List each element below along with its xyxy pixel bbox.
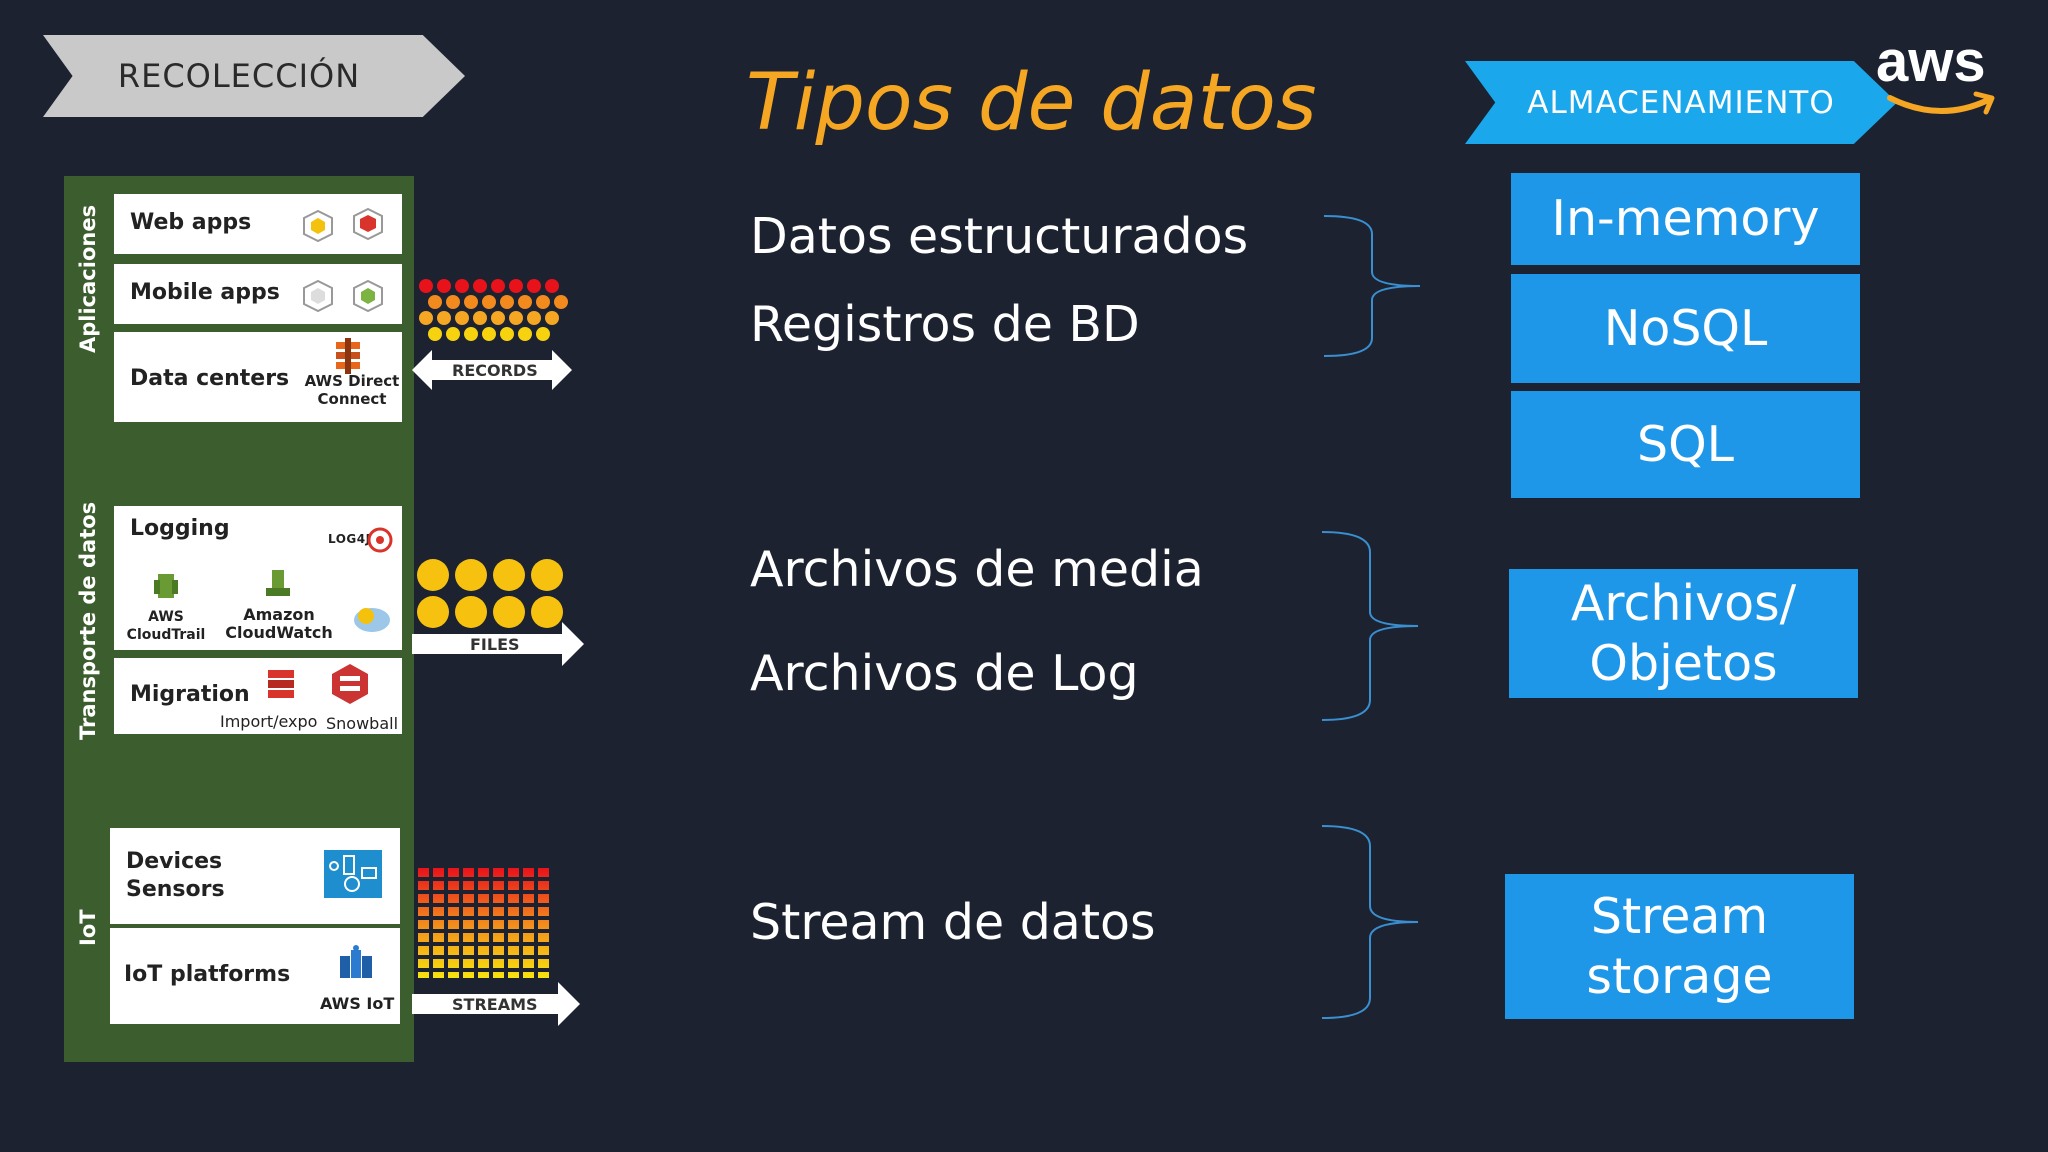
storage-stream-storage-line1: Stream	[1590, 887, 1769, 945]
card-devices-sensors: Devices Sensors	[110, 828, 400, 924]
aws-logo-text: aws	[1876, 29, 1986, 94]
records-arrow	[412, 350, 572, 390]
log4j-icon	[367, 527, 393, 553]
type-log-files: Archivos de Log	[750, 645, 1139, 702]
import-export-icon	[268, 670, 294, 698]
collection-label: RECOLECCIÓN	[117, 57, 361, 95]
snowball-icon	[332, 664, 368, 704]
devices-icon	[324, 850, 382, 898]
migration-label: Migration	[130, 682, 250, 707]
storage-files-objects: Archivos/ Objetos	[1509, 569, 1858, 698]
aws-iot-icon	[340, 945, 372, 978]
iot-platforms-label: IoT platforms	[124, 962, 291, 987]
streams-arrow	[412, 982, 580, 1026]
aws-iot-label: AWS IoT	[320, 994, 395, 1013]
logging-label: Logging	[130, 516, 230, 541]
files-label: FILES	[470, 635, 520, 654]
direct-connect-label: AWS Direct Connect	[304, 372, 400, 408]
card-web-apps: Web apps	[114, 194, 402, 254]
aws-smile-icon	[1887, 91, 1995, 115]
devices-sensors-label: Devices Sensors	[126, 849, 225, 902]
brace-files	[1321, 531, 1419, 721]
type-structured-data: Datos estructurados	[750, 208, 1249, 265]
storage-stream-storage-line2: storage	[1586, 947, 1773, 1005]
card-migration: Migration Import/expo Snowball	[114, 658, 402, 734]
data-centers-label: Data centers	[130, 366, 290, 391]
cloudtrail-icon	[154, 574, 178, 598]
logstash-icon	[354, 608, 390, 632]
cloudwatch-icon	[266, 570, 290, 596]
records-label: RECORDS	[452, 361, 538, 380]
cloudtrail-label: AWS CloudTrail	[126, 609, 206, 643]
type-media-files: Archivos de media	[750, 541, 1204, 598]
section-label-apps: Aplicaciones	[76, 204, 100, 353]
type-db-records: Registros de BD	[750, 296, 1140, 353]
section-label-iot: IoT	[76, 909, 100, 946]
storage-label: ALMACENAMIENTO	[1527, 84, 1835, 121]
cube-icon	[303, 209, 333, 243]
web-apps-label: Web apps	[130, 210, 252, 235]
files-dots	[417, 559, 563, 628]
streams-label: STREAMS	[452, 995, 538, 1014]
collection-panel: Aplicaciones Transporte de datos IoT Web…	[64, 176, 414, 1062]
cube-icon	[303, 279, 333, 313]
collection-chevron: RECOLECCIÓN	[43, 35, 465, 117]
aws-logo: aws	[1870, 28, 2010, 118]
storage-files-objects-line1: Archivos/	[1570, 574, 1797, 632]
snowball-label: Snowball	[326, 714, 399, 733]
card-logging: Logging LOG4J AWS CloudTrail Amazon Clou…	[114, 506, 402, 650]
type-data-stream: Stream de datos	[750, 894, 1156, 951]
card-data-centers: Data centers AWS Direct Connect	[114, 332, 402, 422]
log4j-logo: LOG4J	[328, 532, 371, 546]
records-dots	[419, 279, 568, 341]
section-label-transport: Transporte de datos	[76, 501, 100, 740]
storage-sql: SQL	[1511, 391, 1860, 498]
brace-stream	[1321, 825, 1419, 1019]
cube-icon	[353, 279, 383, 313]
storage-stream-storage: Stream storage	[1505, 874, 1854, 1019]
storage-nosql: NoSQL	[1511, 274, 1860, 383]
storage-chevron: ALMACENAMIENTO	[1465, 61, 1897, 144]
cube-icon	[353, 207, 383, 241]
streams-grid-color	[418, 868, 552, 978]
direct-connect-icon	[336, 338, 360, 374]
cloudwatch-label: Amazon CloudWatch	[225, 605, 333, 642]
import-export-label: Import/expo	[220, 712, 318, 731]
card-mobile-apps: Mobile apps	[114, 264, 402, 324]
card-iot-platforms: IoT platforms AWS IoT	[110, 928, 400, 1024]
files-arrow	[412, 622, 584, 666]
storage-files-objects-line2: Objetos	[1589, 634, 1778, 692]
page-title: Tipos de datos	[746, 58, 1317, 148]
storage-in-memory: In-memory	[1511, 173, 1860, 265]
mobile-apps-label: Mobile apps	[130, 280, 280, 305]
brace-structured	[1323, 215, 1421, 357]
